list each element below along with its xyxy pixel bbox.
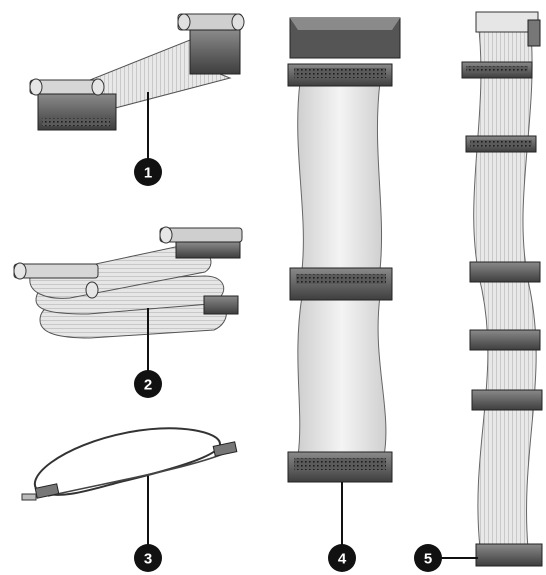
part-3-connector-right [212, 441, 238, 457]
callout-3-label: 3 [144, 551, 152, 568]
part-1-front-connector [29, 78, 117, 131]
part-5-connector-2 [465, 135, 537, 153]
part-5-top-connector [475, 11, 541, 47]
part-4-ribbon-lower [297, 295, 387, 457]
part-5-ribbon [473, 19, 537, 549]
callout-1-label: 1 [144, 165, 152, 182]
part-5-scsi-ribbon-cable [436, 11, 543, 567]
callout-5: 5 [414, 544, 442, 572]
callout-4: 4 [328, 544, 356, 572]
part-5-connector-3 [469, 261, 541, 283]
part-4-connector-bottom [287, 451, 393, 483]
callout-3: 3 [134, 544, 162, 572]
callout-4-label: 4 [338, 551, 347, 568]
part-2-folded-ribbon-cable [13, 226, 243, 372]
part-5-connector-1 [461, 61, 533, 79]
part-2-side-connector [203, 295, 239, 315]
part-1-flat-ribbon-cable [29, 13, 245, 160]
part-5-connector-5 [471, 389, 543, 411]
part-4-connector-middle [289, 267, 393, 301]
part-2-back-connector [159, 226, 243, 259]
callout-2-label: 2 [144, 377, 152, 394]
callout-5-label: 5 [424, 551, 432, 568]
part-4-ribbon-upper [297, 81, 383, 271]
part-5-connector-4 [469, 329, 541, 351]
part-5-connector-bottom [475, 543, 543, 567]
part-1-back-connector [177, 13, 245, 75]
part-4-top-connector [289, 17, 401, 59]
part-2-front-connector [13, 262, 99, 299]
callout-1: 1 [134, 158, 162, 186]
part-3-connector-left [21, 483, 60, 501]
part-4-connector-2 [287, 63, 393, 87]
part-4-ide-ribbon-cable [287, 17, 401, 548]
part-3-wire-loop [33, 427, 222, 496]
callout-2: 2 [134, 370, 162, 398]
part-3-thin-wire-cable [21, 427, 238, 548]
